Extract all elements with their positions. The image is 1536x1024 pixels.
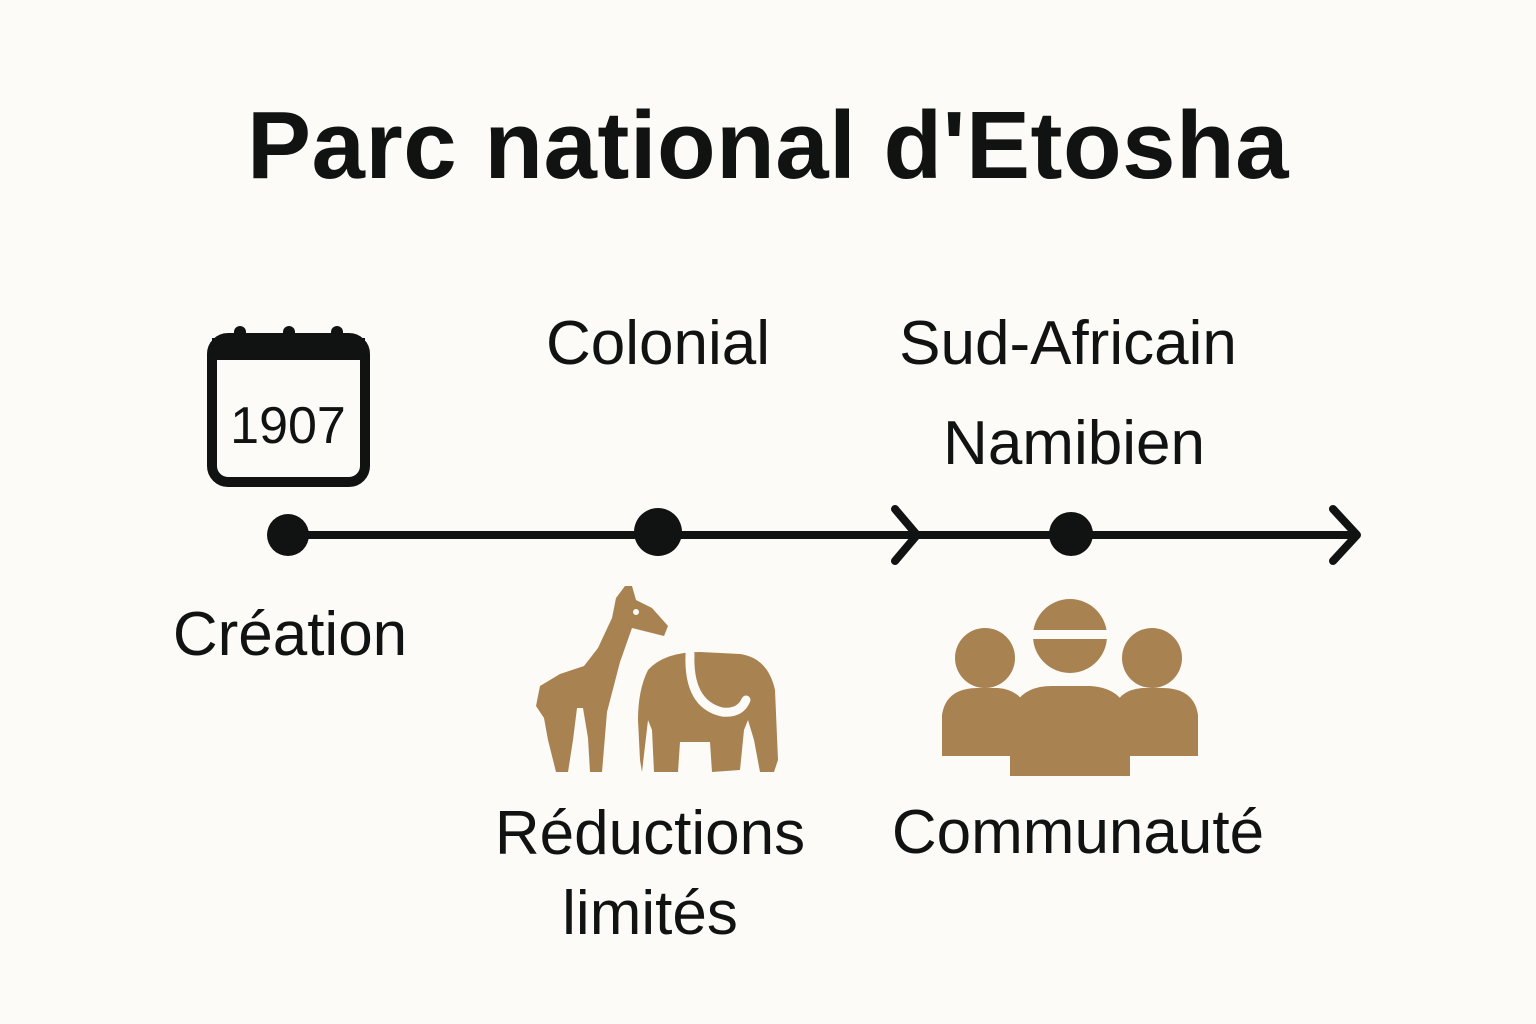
calendar-icon: 1907 [207, 326, 370, 487]
event-label-colonial: Colonial [545, 309, 771, 378]
timeline-dot-colonial [634, 508, 682, 556]
elephant-icon [638, 649, 778, 772]
calendar-year: 1907 [230, 397, 346, 455]
event-note-reductions: Réductions limités [494, 799, 806, 948]
page-title: Parc national d'Etosha [246, 92, 1290, 199]
event-label-sud-africain: Sud-Africain [899, 309, 1237, 378]
event-label-namibien: Namibien [943, 409, 1205, 478]
timeline-dot-creation [267, 514, 309, 556]
timeline-axis [267, 505, 1361, 565]
mid-arrow-icon [891, 505, 921, 565]
timeline-dot-namibien [1049, 512, 1093, 556]
event-label-creation: Création [172, 600, 408, 669]
community-icon [942, 599, 1198, 776]
end-arrow-icon [1329, 505, 1361, 565]
event-note-communaute: Communauté [891, 798, 1265, 867]
wildlife-icon [536, 586, 778, 772]
giraffe-icon [536, 586, 668, 772]
